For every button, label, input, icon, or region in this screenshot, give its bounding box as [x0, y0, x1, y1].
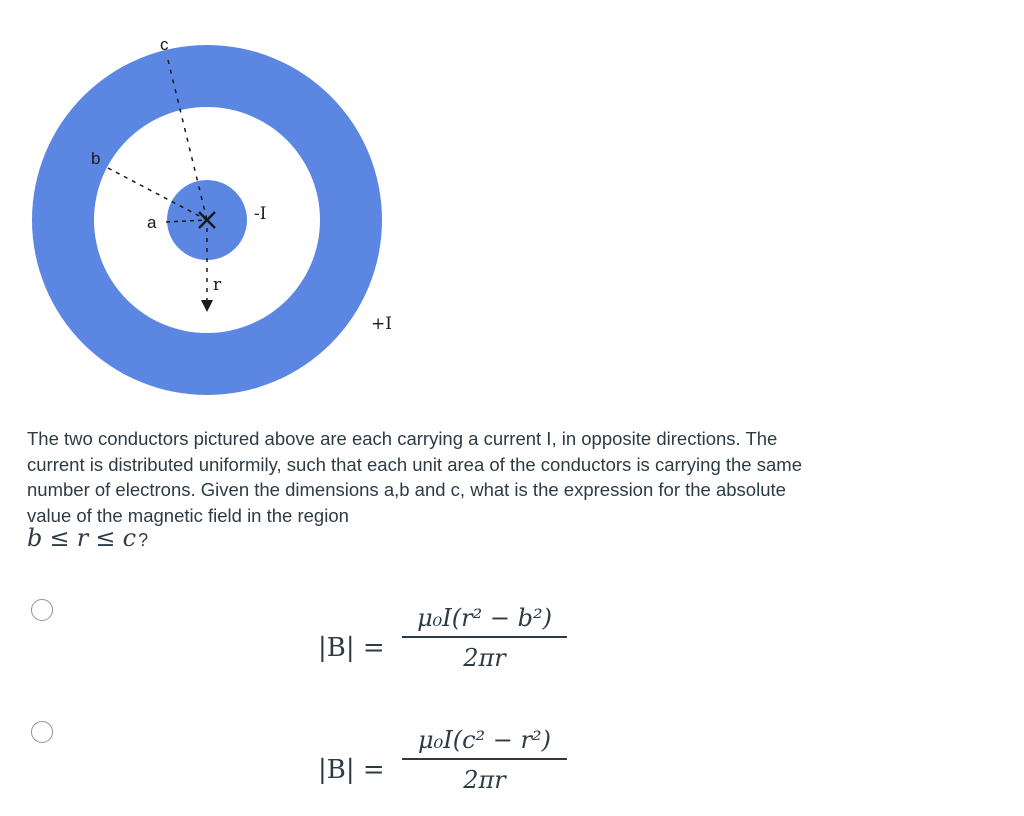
region-lhs: b: [27, 524, 45, 552]
region-op2: ≤: [95, 524, 118, 552]
radius-b-line: [107, 167, 208, 221]
answer-2-fraction-bar: [402, 758, 567, 760]
answer-2-numerator: μ₀I(c² − r²): [418, 726, 551, 754]
label-a: a: [147, 213, 157, 232]
answer-2-radio[interactable]: [31, 721, 53, 743]
answer-2-denominator: 2πr: [463, 765, 506, 794]
label-outer-current: +I: [371, 314, 392, 334]
region-expression: b ≤ r ≤ c?: [27, 524, 827, 554]
question-text: The two conductors pictured above are ea…: [27, 426, 827, 554]
label-r: r: [213, 275, 222, 295]
region-rhs: c: [122, 524, 139, 552]
label-inner-current: -I: [254, 204, 266, 224]
current-into-page-icon: [198, 211, 216, 229]
region-qmark: ?: [138, 530, 149, 550]
answer-1-denominator: 2πr: [463, 643, 506, 672]
answer-1-fraction: μ₀I(r² − b²) 2πr: [402, 604, 567, 672]
label-b: b: [91, 149, 100, 168]
label-c: c: [160, 35, 169, 54]
answer-1-lhs: |B| =: [318, 633, 385, 663]
question-body: The two conductors pictured above are ea…: [27, 428, 802, 526]
answer-2-lhs: |B| =: [318, 755, 385, 785]
radius-a-line: [165, 219, 208, 223]
answer-2[interactable]: |B| = μ₀I(c² − r²) 2πr: [310, 722, 580, 812]
answer-1-fraction-bar: [402, 636, 567, 638]
answer-1-radio[interactable]: [31, 599, 53, 621]
region-op1: ≤: [49, 524, 72, 552]
region-mid: r: [76, 524, 91, 552]
radius-c-line: [167, 59, 208, 221]
answer-2-fraction: μ₀I(c² − r²) 2πr: [402, 726, 567, 794]
coaxial-conductors-diagram: c b a r -I +I: [32, 35, 392, 395]
answer-1[interactable]: |B| = μ₀I(r² − b²) 2πr: [310, 600, 580, 690]
answer-1-numerator: μ₀I(r² − b²): [417, 604, 552, 632]
